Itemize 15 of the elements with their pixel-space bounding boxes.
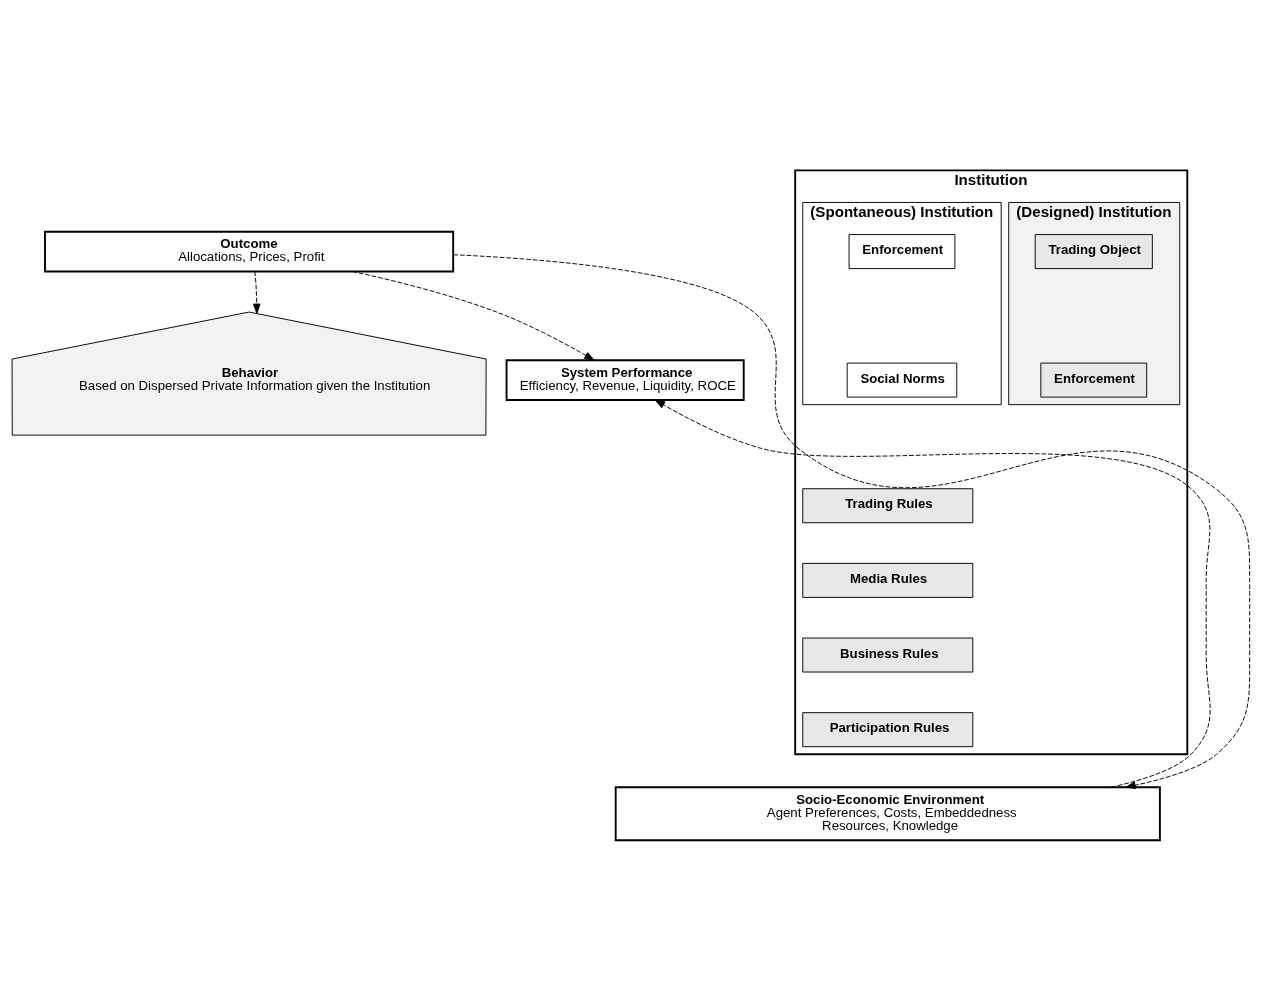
node-box: Participation Rules [802,712,974,748]
node-box: Business Rules [802,637,974,673]
node-box: Trading Rules [802,488,974,524]
node-box: Media Rules [802,562,974,598]
node-box: Outcome Allocations, Prices, Profit [44,230,455,273]
arrow [453,254,1251,789]
node-box: System Performance Efficiency, Revenue, Liquidity, ROCE [505,359,745,401]
node-box: Enforcement [1040,362,1148,398]
node-box: Social Norms [846,362,958,398]
node-box: Socio-Economic Environment Agent Preferences, Costs, Embeddedness Resources, Knowledge [614,786,1161,842]
node-box: Trading Object [1034,234,1153,270]
node-box: Enforcement [848,234,956,270]
arrow [253,271,261,314]
arrow [352,271,595,361]
arrow [654,399,1211,788]
